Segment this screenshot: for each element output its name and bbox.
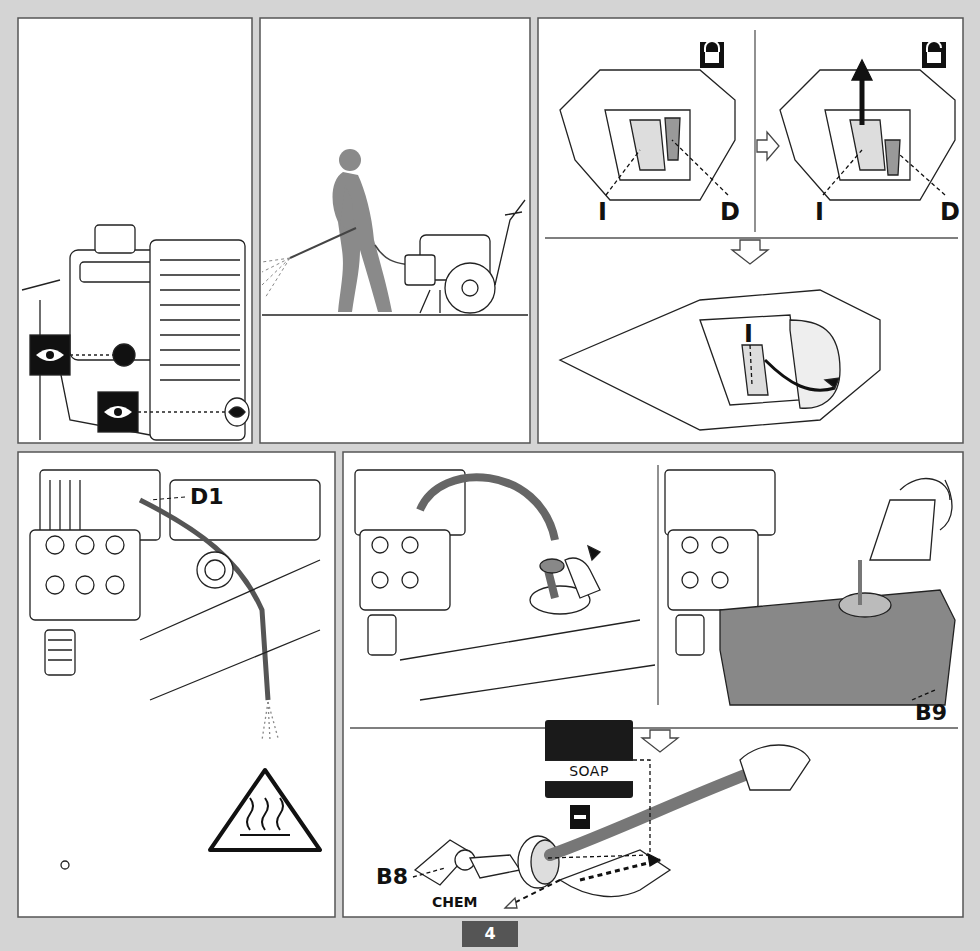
part-letter: I: [598, 200, 607, 224]
part-letter: I: [815, 200, 824, 224]
leader-lines: [606, 140, 945, 385]
trigger-lock-views: [545, 30, 958, 430]
callout-number: D1: [190, 486, 224, 508]
page-number: 4: [462, 921, 518, 947]
callout-number: B9: [915, 702, 947, 724]
node-text: SOAP: [545, 760, 633, 782]
detergent-views: [350, 465, 958, 908]
leader-line: [150, 497, 185, 500]
pump-hot-view: [30, 470, 320, 869]
soap-icon: SOAP: [545, 720, 633, 798]
panel-frames: [18, 18, 963, 917]
part-letter: D: [940, 200, 960, 224]
engine-sight-view: [22, 225, 249, 440]
leader-lines: [413, 690, 935, 877]
operator-scene: [262, 149, 528, 315]
part-letter: D: [720, 200, 740, 224]
node-text: 4: [462, 921, 518, 947]
callout-number: B8: [376, 866, 408, 888]
knob-marking: CHEM: [432, 895, 478, 909]
part-letter: I: [744, 322, 753, 346]
